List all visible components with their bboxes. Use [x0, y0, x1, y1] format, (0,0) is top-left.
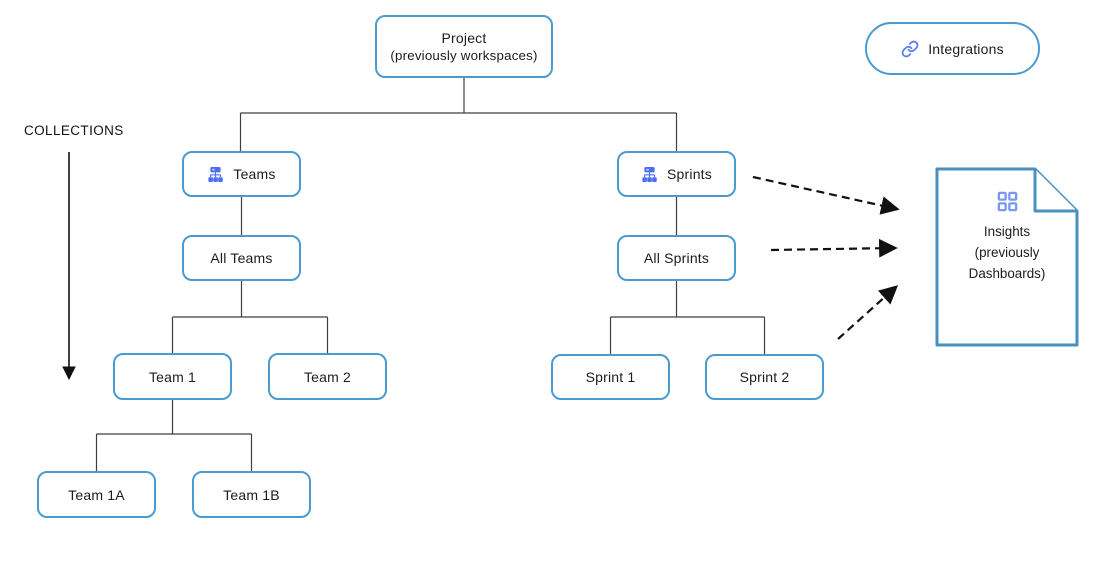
node-all-teams: All Teams: [182, 235, 301, 281]
dashed-arrow-allsprints-to-insights: [770, 238, 898, 258]
integrations-label: Integrations: [928, 40, 1004, 57]
insights-line-2: (previously: [974, 245, 1040, 260]
project-title: Project: [441, 30, 487, 46]
node-all-sprints: All Sprints: [617, 235, 736, 281]
integrations-chip: Integrations: [865, 22, 1040, 75]
teams-label: Teams: [233, 166, 276, 182]
node-sprints: Sprints: [617, 151, 736, 197]
dashed-arrow-sprints-to-insights: [752, 175, 900, 215]
dashed-arrow-sprint2-to-insights: [837, 285, 899, 340]
insights-line-1: Insights: [983, 224, 1031, 239]
sitemap-icon: [641, 166, 658, 183]
team-2-label: Team 2: [303, 368, 352, 385]
tree-connector-lines: [95, 78, 766, 471]
link-icon: [901, 40, 919, 58]
node-team-1a: Team 1A: [37, 471, 156, 518]
collections-label: COLLECTIONS: [24, 123, 124, 138]
node-sprint-2: Sprint 2: [705, 354, 824, 400]
insights-line-3: Dashboards): [968, 266, 1046, 281]
sprints-label: Sprints: [667, 166, 712, 182]
all-teams-label: All Teams: [210, 250, 273, 266]
node-project: Project (previously workspaces): [375, 15, 553, 78]
node-team-1: Team 1: [113, 353, 232, 400]
team-1-label: Team 1: [148, 368, 197, 385]
team-1a-label: Team 1A: [68, 486, 125, 503]
project-subtitle: (previously workspaces): [390, 48, 538, 63]
insights-document: Insights (previously Dashboards): [939, 191, 1075, 284]
sprint-2-label: Sprint 2: [739, 369, 790, 385]
dashboard-grid-icon: [996, 191, 1018, 212]
node-teams: Teams: [182, 151, 301, 197]
node-team-2: Team 2: [268, 353, 387, 400]
team-1b-label: Team 1B: [223, 486, 280, 503]
all-sprints-label: All Sprints: [643, 250, 710, 266]
node-team-1b: Team 1B: [192, 471, 311, 518]
sitemap-icon: [207, 166, 224, 183]
sprint-1-label: Sprint 1: [585, 369, 636, 385]
insights-document-shape: [935, 167, 1079, 347]
node-sprint-1: Sprint 1: [551, 354, 670, 400]
